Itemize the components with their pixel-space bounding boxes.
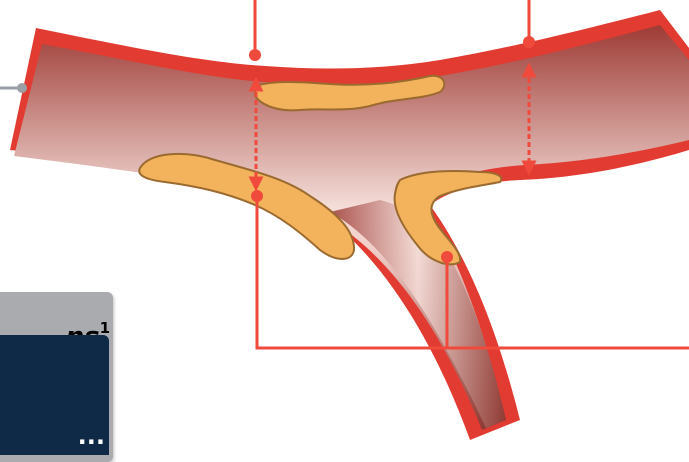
info-panel-body-text: ...	[0, 421, 105, 451]
callout-dot-left-top	[249, 49, 261, 61]
callout-dot-gray	[17, 83, 27, 93]
callout-dot-right-top	[523, 36, 535, 48]
